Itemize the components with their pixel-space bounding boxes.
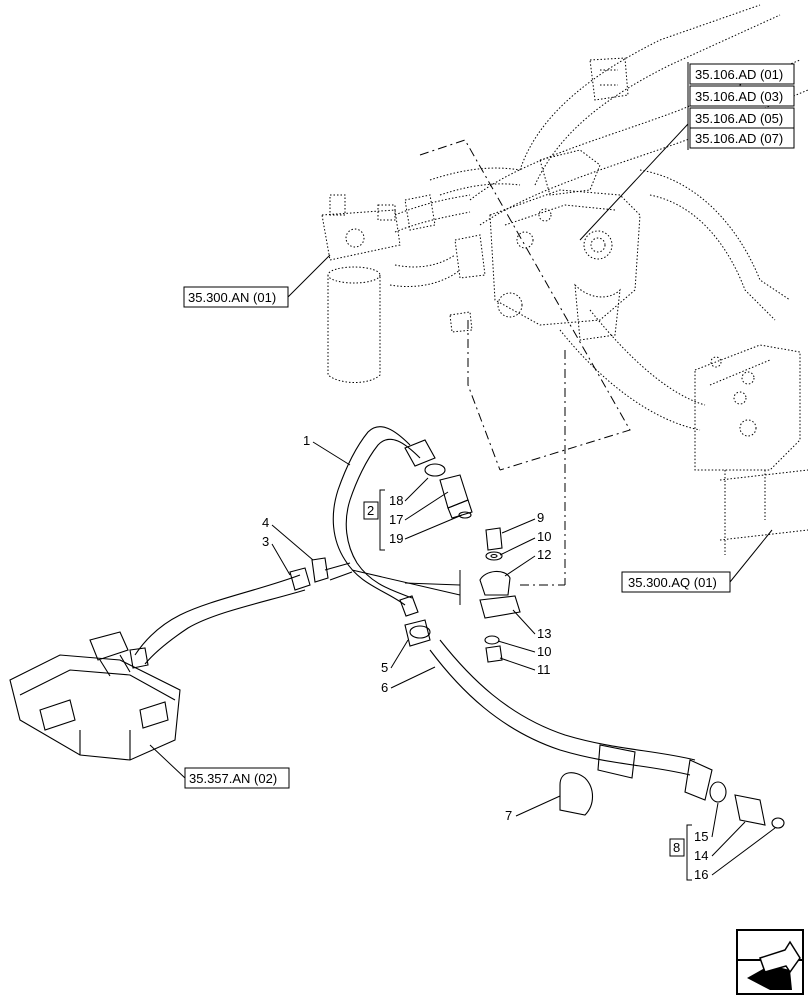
ref-group-35-106-ad: 35.106.AD (01) 35.106.AD (03) 35.106.AD … [579, 62, 795, 241]
callout-3: 3 [262, 534, 269, 549]
callout-14: 14 [694, 848, 708, 863]
ref-35-106-ad-07[interactable]: 35.106.AD (07) [695, 131, 783, 146]
bolt-clamp-stack [479, 527, 521, 663]
assembly-guide-lines [419, 139, 631, 586]
hose-1 [332, 426, 436, 617]
callout-2: 2 [367, 503, 374, 518]
callout-5: 5 [381, 660, 388, 675]
ref-35-106-ad-03[interactable]: 35.106.AD (03) [695, 89, 783, 104]
fitting-14 [709, 781, 785, 829]
callout-16: 16 [694, 867, 708, 882]
callout-8-box [669, 838, 685, 857]
ref-35-300-an-01[interactable]: 35.300.AN (01) [188, 290, 276, 305]
hose-6 [404, 619, 713, 801]
callout-8: 8 [673, 840, 680, 855]
ref-35-357-an-02[interactable]: 35.357.AN (02) [189, 771, 277, 786]
callout-15: 15 [694, 829, 708, 844]
background-tractor-frame [321, 4, 808, 555]
callout-13: 13 [537, 626, 551, 641]
callout-7: 7 [505, 808, 512, 823]
callout-17: 17 [389, 512, 403, 527]
ref-group-35-300-an: 35.300.AN (01) [183, 254, 331, 308]
hose-3 [129, 557, 353, 669]
callout-19: 19 [389, 531, 403, 546]
ref-35-106-ad-01[interactable]: 35.106.AD (01) [695, 67, 783, 82]
clip-7 [559, 772, 594, 816]
next-page-icon[interactable] [736, 929, 804, 995]
callout-10-upper: 10 [537, 529, 551, 544]
callout-1: 1 [303, 433, 310, 448]
ref-35-106-ad-05[interactable]: 35.106.AD (05) [695, 111, 783, 126]
ref-group-35-357-an: 35.357.AN (02) [149, 744, 290, 789]
fitting-17 [424, 463, 473, 519]
valve-block [9, 631, 181, 761]
callout-2-box [363, 501, 379, 520]
ref-group-35-300-aq: 35.300.AQ (01) [621, 529, 773, 593]
callout-9: 9 [537, 510, 544, 525]
callout-6: 6 [381, 680, 388, 695]
callout-18: 18 [389, 493, 403, 508]
ref-35-300-aq-01[interactable]: 35.300.AQ (01) [628, 575, 717, 590]
callout-11: 11 [537, 662, 551, 677]
callouts: 1 2 18 17 19 4 3 9 10 12 13 10 11 [262, 433, 776, 882]
callout-4: 4 [262, 515, 269, 530]
callout-10-lower: 10 [537, 644, 551, 659]
callout-12: 12 [537, 547, 551, 562]
